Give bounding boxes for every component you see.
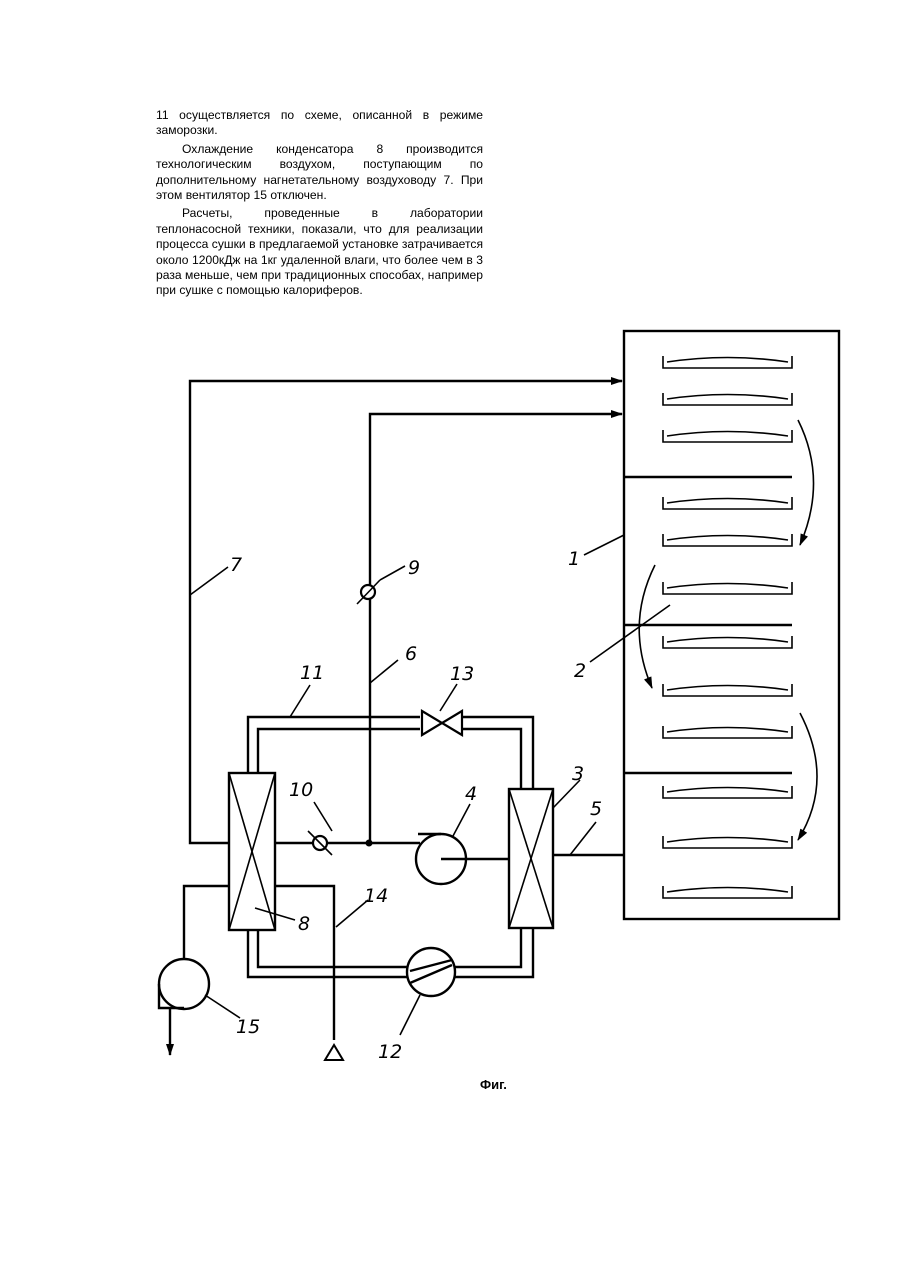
fan-15	[159, 886, 229, 1055]
label-2: 2	[574, 660, 586, 682]
drying-chamber	[624, 331, 839, 919]
label-7: 7	[230, 554, 242, 576]
compressor-12	[407, 948, 455, 996]
label-14: 14	[364, 885, 388, 907]
label-15: 15	[236, 1016, 260, 1038]
valve-13	[422, 711, 442, 735]
label-3: 3	[572, 763, 584, 785]
label-9: 9	[408, 557, 420, 579]
label-5: 5	[590, 798, 602, 820]
trays	[663, 356, 792, 898]
label-1: 1	[568, 548, 580, 570]
condenser-8	[229, 773, 275, 930]
label-4: 4	[465, 783, 477, 805]
label-10: 10	[289, 779, 313, 801]
label-13: 13	[450, 663, 474, 685]
label-11: 11	[300, 662, 324, 684]
label-6: 6	[405, 643, 417, 665]
figure-caption: Фиг.	[480, 1077, 507, 1092]
evaporator-3	[509, 789, 553, 928]
transfer-arrows	[639, 420, 817, 840]
label-8: 8	[298, 913, 310, 935]
air-line-main	[275, 831, 624, 884]
label-12: 12	[378, 1041, 402, 1063]
